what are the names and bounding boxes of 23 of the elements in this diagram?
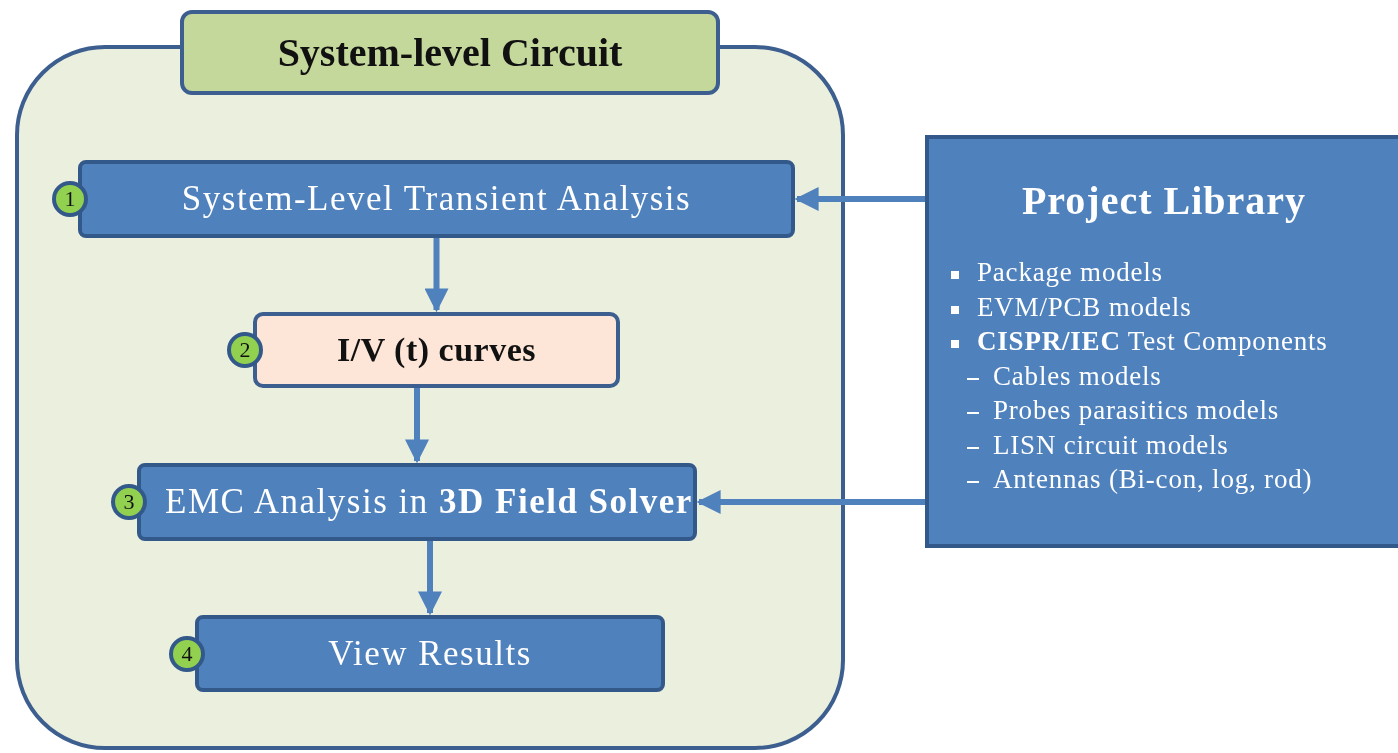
- title-banner: System-level Circuit: [180, 10, 720, 95]
- list-item: Antennas (Bi-con, log, rod): [993, 464, 1313, 495]
- arrow: [794, 187, 925, 211]
- step-label: EMC Analysis in 3D Field Solver: [164, 482, 693, 522]
- list-item: LISN circuit models: [993, 429, 1229, 461]
- library-panel: [925, 135, 1398, 548]
- arrow: [424, 238, 449, 313]
- arrow: [696, 490, 925, 514]
- step-label: System-Level Transient Analysis: [180, 179, 693, 219]
- list-item: Cables models: [993, 360, 1162, 392]
- arrow: [405, 388, 429, 464]
- list-item: CISPR/IEC Test Components: [977, 326, 1328, 357]
- list-item: Probes parasitics models: [993, 395, 1280, 426]
- list-item: EVM/PCB models: [977, 291, 1192, 323]
- step-number-badge: 1: [52, 181, 88, 217]
- step-label: I/V (t) curves: [336, 331, 537, 369]
- arrow: [418, 541, 442, 616]
- step-label: View Results: [327, 633, 533, 674]
- list-item: Package models: [977, 257, 1163, 288]
- step-number-badge: 4: [169, 635, 205, 672]
- panel-title: Project Library: [1020, 177, 1308, 224]
- step-number-badge: 2: [227, 332, 263, 368]
- step-number-badge: 3: [111, 484, 147, 520]
